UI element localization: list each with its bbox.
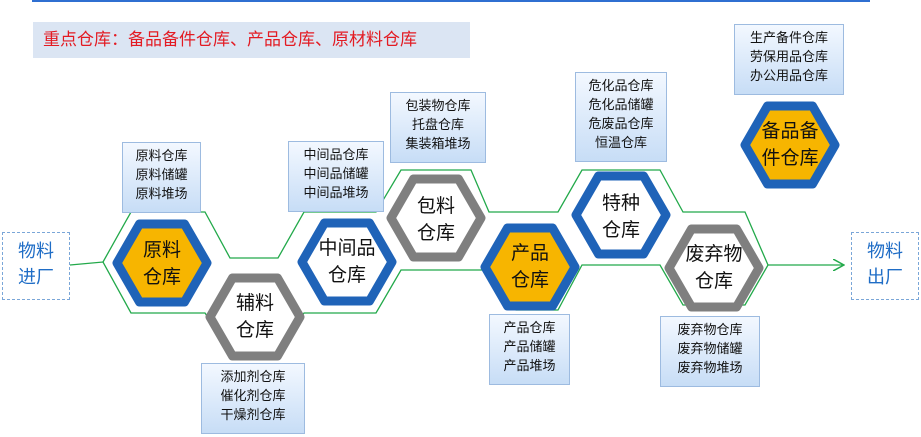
hex-waste-line1: 废弃物 [685, 243, 743, 265]
info-box-mid: 中间品仓库 中间品储罐 中间品堆场 [288, 141, 384, 212]
hexagon-aux [205, 273, 305, 361]
info-special-item: 危废品仓库 [588, 117, 654, 132]
hexagon-pack [386, 174, 486, 262]
hex-mid-line1: 中间品 [318, 237, 376, 259]
hex-raw-line2: 仓库 [142, 266, 181, 288]
exit-line1: 物料 [867, 241, 903, 262]
info-waste-item: 废弃物储罐 [677, 342, 743, 357]
hexagon-mid [297, 218, 397, 306]
hex-label-mid: 中间品 仓库 [302, 235, 392, 289]
hex-spare-line2: 件仓库 [761, 147, 819, 169]
hexagon-product [480, 223, 580, 311]
hex-aux-line1: 辅料 [235, 292, 274, 314]
info-box-aux: 添加剂仓库 催化剂仓库 干燥剂仓库 [201, 363, 305, 434]
top-rule [32, 0, 870, 2]
info-special-item: 恒温仓库 [594, 136, 647, 151]
hex-label-product: 产品 仓库 [488, 240, 572, 294]
hex-label-waste: 废弃物 仓库 [666, 241, 762, 295]
info-raw-item: 原料仓库 [135, 149, 188, 164]
info-mid-item: 中间品仓库 [303, 148, 369, 163]
flow-line-upper [102, 169, 769, 266]
hexagon-waste [664, 224, 764, 312]
info-spare-item: 生产备件仓库 [749, 31, 828, 46]
info-box-special: 危化品仓库 危化品储罐 危废品仓库 恒温仓库 [575, 72, 667, 162]
info-box-raw: 原料仓库 原料储罐 原料堆场 [122, 142, 201, 213]
hexagon-special [571, 171, 671, 259]
info-box-waste: 废弃物仓库 废弃物储罐 废弃物堆场 [660, 316, 760, 387]
hexagon-spare [740, 101, 840, 189]
hex-spare-line1: 备品备 [761, 120, 819, 142]
info-product-item: 产品仓库 [503, 321, 556, 336]
info-aux-item: 催化剂仓库 [220, 389, 286, 404]
info-aux-item: 添加剂仓库 [220, 370, 286, 385]
info-raw-item: 原料堆场 [135, 187, 188, 202]
info-mid-item: 中间品堆场 [303, 186, 369, 201]
hexagon-raw [112, 219, 212, 307]
exit-line2: 出厂 [867, 267, 903, 288]
info-special-item: 危化品仓库 [588, 79, 654, 94]
hex-product-line1: 产品 [510, 242, 549, 264]
hex-label-raw: 原料 仓库 [120, 237, 204, 291]
info-spare-item: 劳保用品仓库 [749, 50, 828, 65]
info-aux-item: 干燥剂仓库 [220, 408, 286, 423]
page-title: 重点仓库：备品备件仓库、产品仓库、原材料仓库 [33, 22, 470, 58]
hex-raw-line1: 原料 [142, 239, 181, 261]
info-waste-item: 废弃物堆场 [677, 361, 743, 376]
info-box-pack: 包装物仓库 托盘仓库 集装箱堆场 [390, 92, 486, 163]
hex-pack-line2: 仓库 [416, 222, 455, 244]
info-product-item: 产品堆场 [503, 359, 556, 374]
info-mid-item: 中间品储罐 [303, 167, 369, 182]
entry-box: 物料 进厂 [2, 232, 70, 300]
hex-special-line1: 特种 [601, 192, 640, 214]
hex-pack-line1: 包料 [416, 195, 455, 217]
info-waste-item: 废弃物仓库 [677, 323, 743, 338]
info-raw-item: 原料储罐 [135, 168, 188, 183]
entry-line1: 物料 [18, 241, 54, 262]
exit-box: 物料 出厂 [851, 232, 919, 300]
info-special-item: 危化品储罐 [588, 98, 654, 113]
hex-label-spare: 备品备 件仓库 [745, 118, 835, 172]
info-product-item: 产品储罐 [503, 340, 556, 355]
hex-product-line2: 仓库 [510, 269, 549, 291]
info-pack-item: 包装物仓库 [405, 99, 471, 114]
info-box-spare: 生产备件仓库 劳保用品仓库 办公用品仓库 [734, 24, 844, 95]
hex-mid-line2: 仓库 [327, 264, 366, 286]
entry-line2: 进厂 [18, 267, 54, 288]
info-pack-item: 托盘仓库 [411, 118, 464, 133]
hex-label-special: 特种 仓库 [579, 190, 663, 244]
hex-label-aux: 辅料 仓库 [213, 290, 297, 344]
hex-waste-line2: 仓库 [694, 270, 733, 292]
info-spare-item: 办公用品仓库 [749, 69, 828, 84]
hex-label-pack: 包料 仓库 [394, 193, 478, 247]
hex-aux-line2: 仓库 [235, 319, 274, 341]
info-box-product: 产品仓库 产品储罐 产品堆场 [489, 314, 570, 385]
hex-special-line2: 仓库 [601, 219, 640, 241]
info-pack-item: 集装箱堆场 [405, 137, 471, 152]
